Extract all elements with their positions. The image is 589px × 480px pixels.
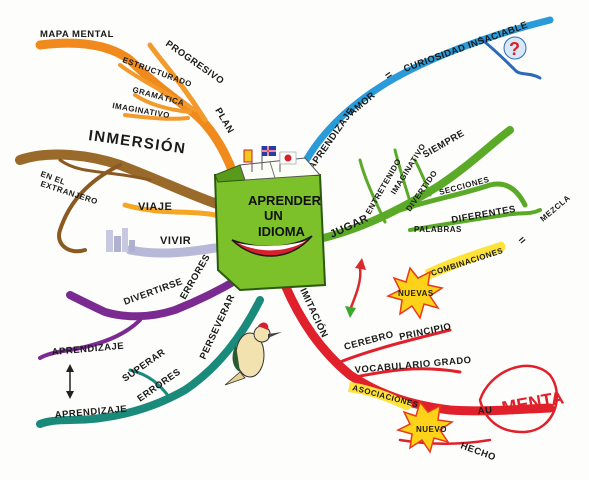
- asociaciones-highlight: [348, 382, 412, 411]
- teal-branch: [36, 296, 264, 428]
- label-inmersion: INMERSIÓN: [87, 126, 187, 158]
- label-nuevas: NUEVAS: [398, 289, 434, 298]
- svg-text:?: ?: [509, 39, 520, 59]
- nuevo-starburst: [395, 400, 455, 454]
- question-icon: ?: [503, 36, 527, 60]
- central-book: [213, 157, 327, 292]
- center-title-line2: UN: [264, 208, 283, 223]
- label-diferentes: DIFERENTES: [451, 204, 517, 226]
- label-equals-green: =: [516, 234, 529, 248]
- label-siempre: SIEMPRE: [421, 128, 467, 161]
- orange-branch: [35, 38, 240, 183]
- purple-branch: [38, 274, 244, 360]
- label-mezcla: MEZCLA: [539, 193, 573, 223]
- label-asociaciones: ASOCIACIONES: [351, 383, 419, 409]
- label-aprendizaje-purple: APRENDIZAJE: [51, 341, 124, 358]
- double-arrow-icon: [345, 258, 366, 318]
- center-title-line3: IDIOMA: [258, 224, 306, 239]
- label-divertirse: DIVERTIRSE: [122, 276, 184, 308]
- label-vivir: VIVIR: [160, 235, 191, 247]
- label-viaje: VIAJE: [138, 201, 172, 213]
- center-title-line1: APRENDER: [248, 193, 322, 208]
- viaje-branch: [122, 202, 218, 218]
- label-vocabulario: VOCABULARIO GRADO: [354, 355, 472, 376]
- nuevas-starburst: [385, 266, 444, 320]
- combinaciones-highlight: [425, 241, 506, 280]
- label-mapa-mental: MAPA MENTAL: [40, 29, 114, 40]
- green-branch: [311, 126, 542, 244]
- label-combinaciones: COMBINACIONES: [430, 246, 505, 278]
- label-aprendizaje-amor: APRENDIZAJE: [306, 106, 357, 172]
- blue-branch: [296, 16, 554, 176]
- vivir-branch: [125, 243, 220, 258]
- vertical-double-arrow-icon: [66, 364, 74, 399]
- label-aumenta-au: AU: [477, 405, 493, 417]
- bird-icon: [224, 322, 282, 386]
- label-nuevo: NUEVO: [416, 425, 447, 434]
- brown-branch: [15, 149, 225, 254]
- flags-icon: [243, 146, 297, 172]
- label-palabras: PALABRAS: [414, 225, 462, 234]
- label-principio: PRINCIPIO: [398, 321, 452, 343]
- city-icon: [106, 228, 135, 252]
- label-cerebro: CEREBRO: [343, 329, 395, 353]
- label-hecho: HECHO: [459, 440, 497, 463]
